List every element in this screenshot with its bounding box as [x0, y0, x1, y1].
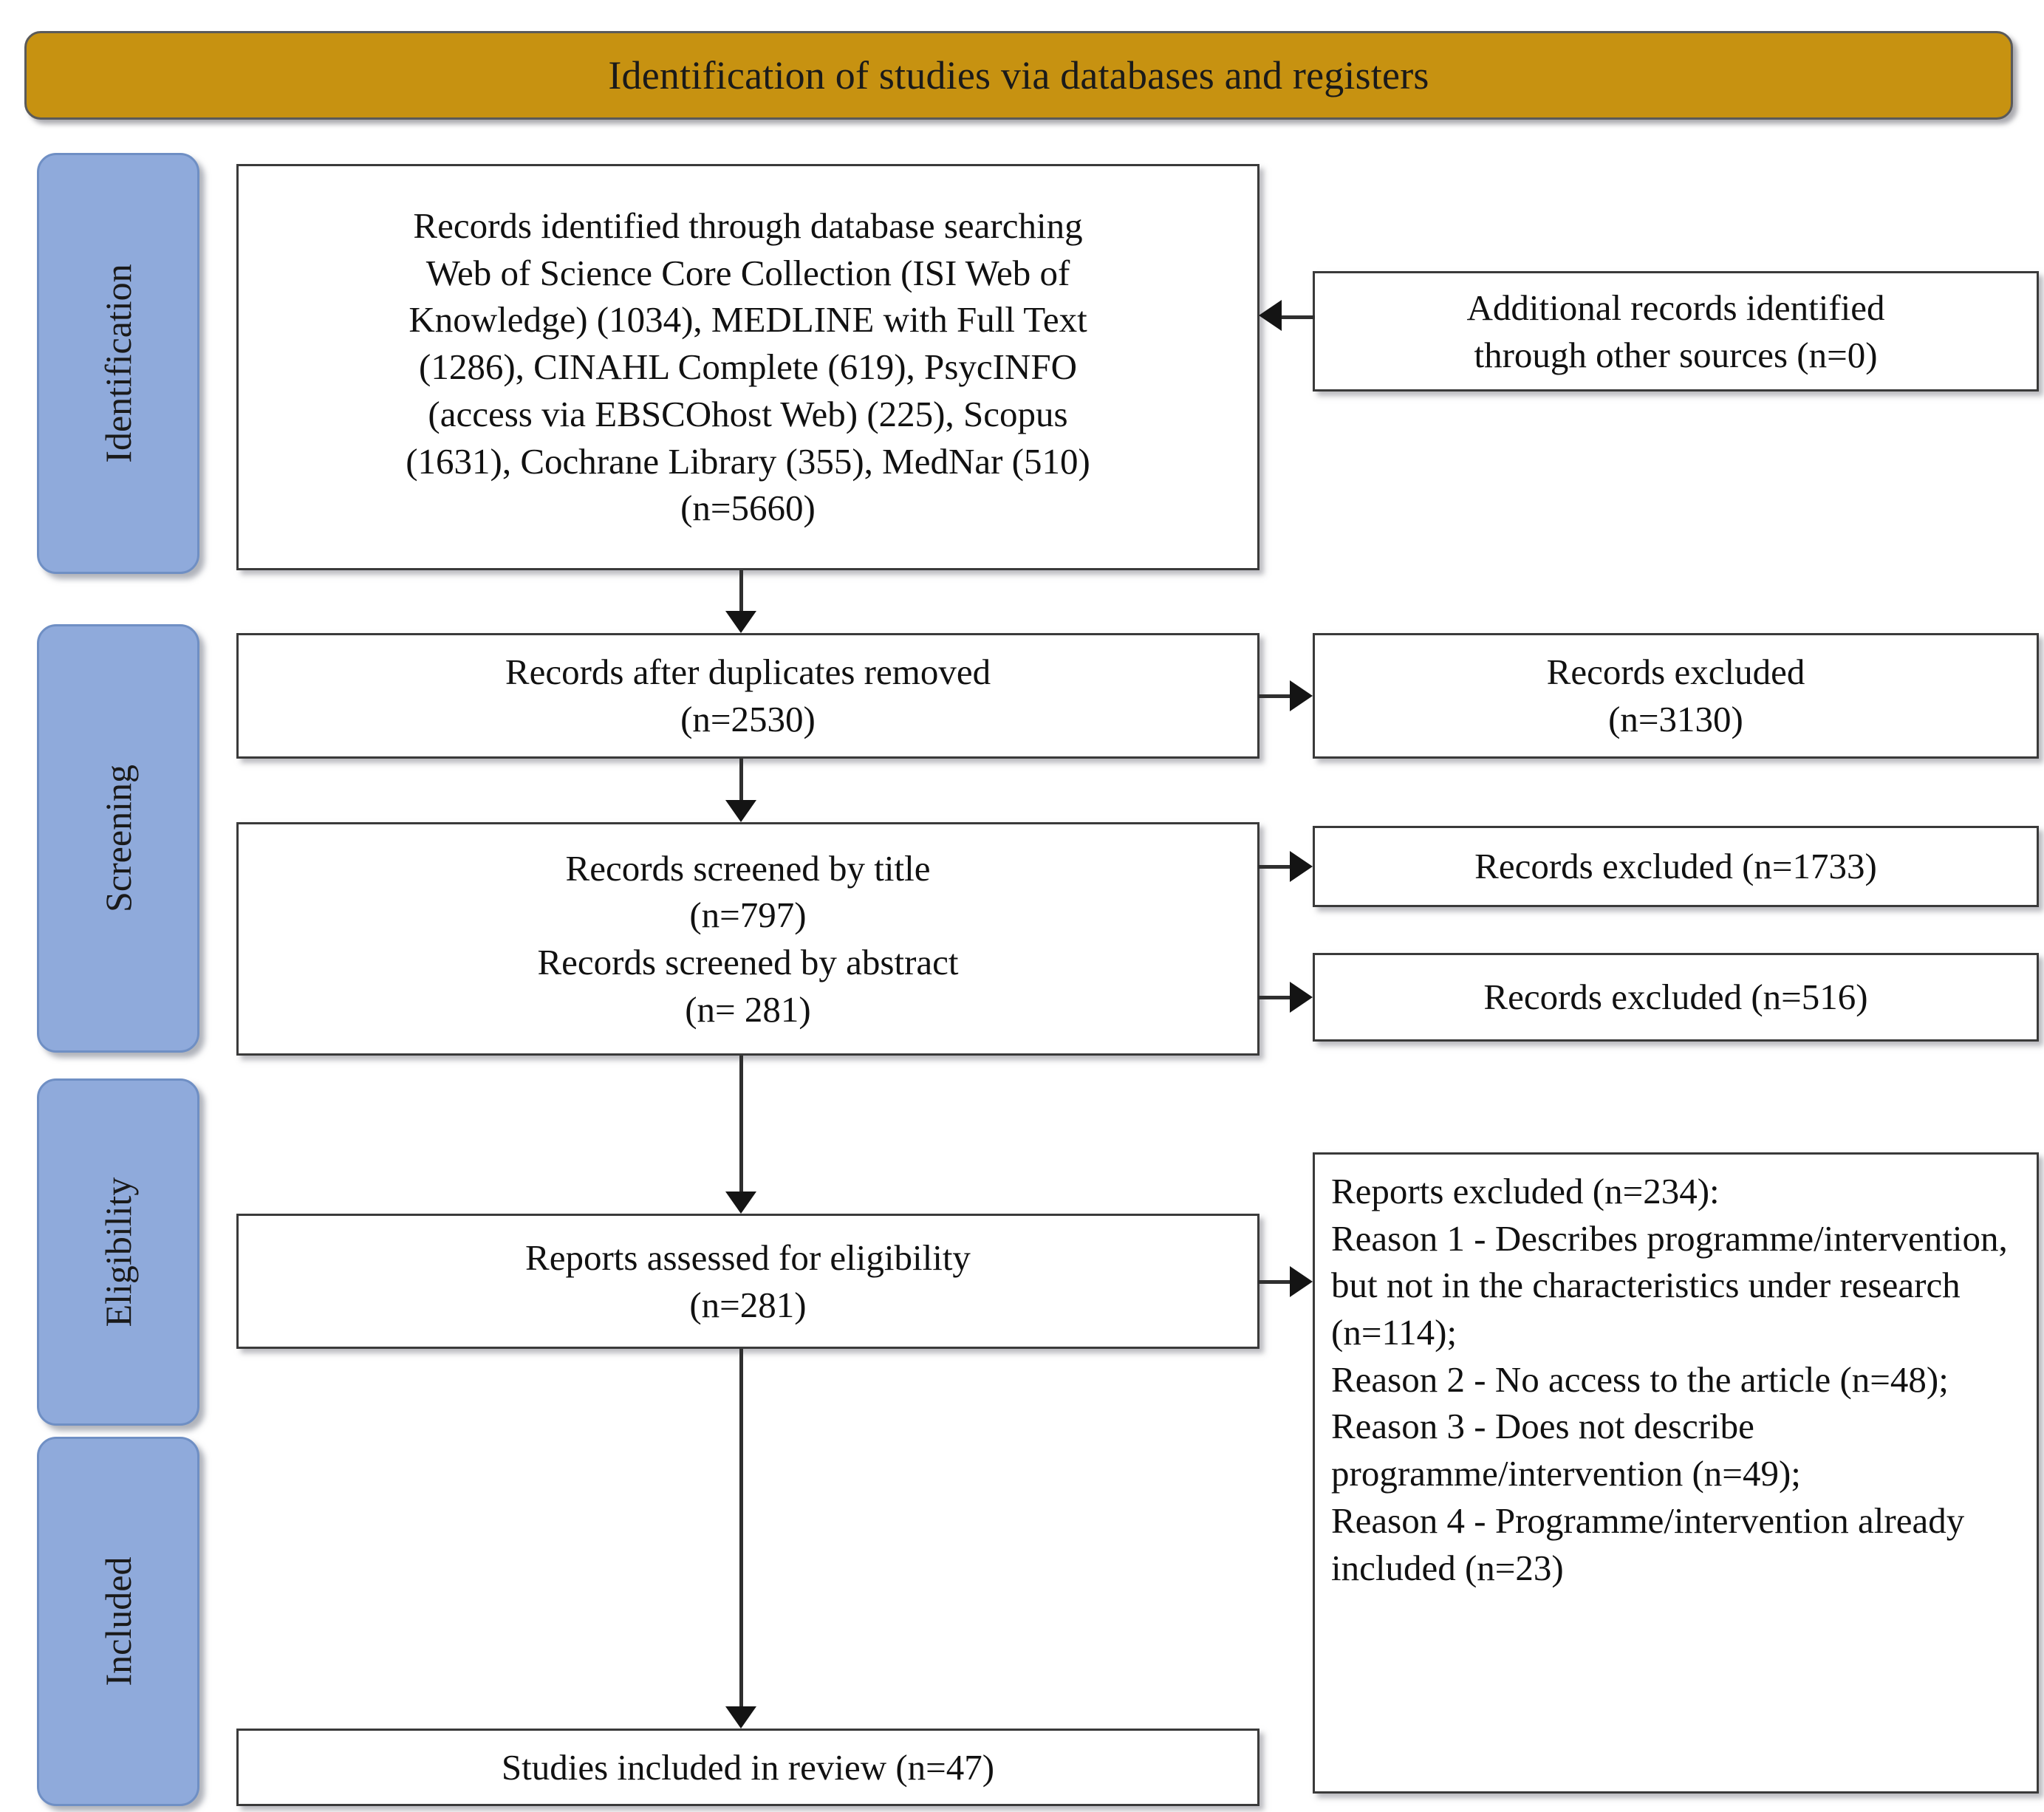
records-identified-line-6: (1631), Cochrane Library (355), MedNar (… [406, 440, 1090, 482]
box-records-excluded-title: Records excluded (n=1733) [1313, 826, 2039, 907]
reports-excluded-reason-1: Reason 1 - Describes programme/intervent… [1331, 1217, 2008, 1353]
eligibility-line-2: (n=281) [689, 1284, 807, 1325]
duplicates-removed-line-1: Records after duplicates removed [505, 652, 991, 693]
records-screened-line-2: (n=797) [689, 895, 807, 936]
stage-label-identification: Identification [37, 153, 199, 574]
box-records-after-duplicates: Records after duplicates removed (n=2530… [236, 633, 1259, 759]
stage-label-eligibility-text: Eligibility [98, 1177, 139, 1327]
connector-eligibility-to-excluded-arrowhead [1290, 1266, 1313, 1297]
stage-label-screening: Screening [37, 624, 199, 1053]
connector-title-to-excluded-arrowhead [1290, 851, 1313, 882]
connector-identified-to-duplicates-arrowhead [725, 611, 756, 633]
stage-label-included-text: Included [98, 1556, 139, 1686]
records-screened-line-1: Records screened by title [565, 847, 931, 889]
box-additional-records: Additional records identified through ot… [1313, 271, 2039, 392]
connector-eligibility-to-included-line [739, 1349, 743, 1711]
connector-screened-to-eligibility-arrowhead [725, 1192, 756, 1214]
box-reports-assessed-eligibility: Reports assessed for eligibility (n=281) [236, 1214, 1259, 1349]
connector-eligibility-to-included-arrowhead [725, 1706, 756, 1729]
connector-additional-to-identified-line [1282, 315, 1315, 319]
box-records-excluded-duplicates: Records excluded (n=3130) [1313, 633, 2039, 759]
connector-screened-to-eligibility-line [739, 1056, 743, 1196]
records-identified-line-3: Knowledge) (1034), MEDLINE with Full Tex… [409, 299, 1087, 341]
records-identified-line-1: Records identified through database sear… [413, 205, 1083, 247]
connector-additional-to-identified-arrowhead [1259, 300, 1282, 331]
connector-identified-to-duplicates-line [739, 570, 743, 616]
box-records-identified: Records identified through database sear… [236, 164, 1259, 570]
connector-eligibility-to-excluded-line [1258, 1280, 1292, 1284]
connector-duplicates-to-screened-line [739, 759, 743, 804]
records-screened-line-4: (n= 281) [685, 988, 811, 1030]
additional-records-line-2: through other sources (n=0) [1474, 334, 1878, 375]
box-records-excluded-abstract: Records excluded (n=516) [1313, 953, 2039, 1042]
records-identified-line-7: (n=5660) [680, 488, 816, 529]
records-identified-line-2: Web of Science Core Collection (ISI Web … [425, 252, 1070, 293]
records-identified-line-4: (1286), CINAHL Complete (619), PsycINFO [419, 346, 1077, 388]
records-identified-line-5: (access via EBSCOhost Web) (225), Scopus [428, 393, 1068, 434]
connector-abstract-to-excluded-line [1258, 996, 1292, 999]
excluded-abstract-line-1: Records excluded (n=516) [1483, 977, 1868, 1018]
excluded-title-line-1: Records excluded (n=1733) [1474, 846, 1877, 887]
duplicates-removed-line-2: (n=2530) [680, 699, 816, 739]
stage-label-identification-text: Identification [98, 264, 139, 463]
eligibility-line-1: Reports assessed for eligibility [525, 1237, 971, 1278]
box-reports-excluded-reasons: Reports excluded (n=234): Reason 1 - Des… [1313, 1152, 2039, 1794]
records-screened-line-3: Records screened by abstract [537, 942, 959, 982]
connector-abstract-to-excluded-arrowhead [1290, 982, 1313, 1013]
connector-title-to-excluded-line [1258, 865, 1292, 869]
excluded-duplicates-line-2: (n=3130) [1608, 699, 1743, 739]
diagram-title: Identification of studies via databases … [608, 53, 1429, 98]
reports-excluded-reason-2: Reason 2 - No access to the article (n=4… [1331, 1358, 1949, 1400]
diagram-header-banner: Identification of studies via databases … [24, 31, 2013, 120]
connector-duplicates-to-screened-arrowhead [725, 800, 756, 822]
reports-excluded-line-1: Reports excluded (n=234): [1331, 1171, 1720, 1211]
stage-label-included: Included [37, 1437, 199, 1806]
connector-duplicates-to-excluded-arrowhead [1290, 680, 1313, 711]
box-records-screened: Records screened by title (n=797) Record… [236, 822, 1259, 1056]
reports-excluded-reason-3: Reason 3 - Does not describe programme/i… [1331, 1406, 1801, 1494]
excluded-duplicates-line-1: Records excluded [1546, 652, 1805, 693]
stage-label-eligibility: Eligibility [37, 1078, 199, 1426]
studies-included-line-1: Studies included in review (n=47) [501, 1746, 995, 1788]
reports-excluded-reason-4: Reason 4 - Programme/intervention alread… [1331, 1500, 1965, 1588]
box-studies-included: Studies included in review (n=47) [236, 1729, 1259, 1806]
additional-records-line-1: Additional records identified [1466, 287, 1885, 328]
connector-duplicates-to-excluded-line [1258, 694, 1292, 698]
stage-label-screening-text: Screening [98, 765, 139, 912]
